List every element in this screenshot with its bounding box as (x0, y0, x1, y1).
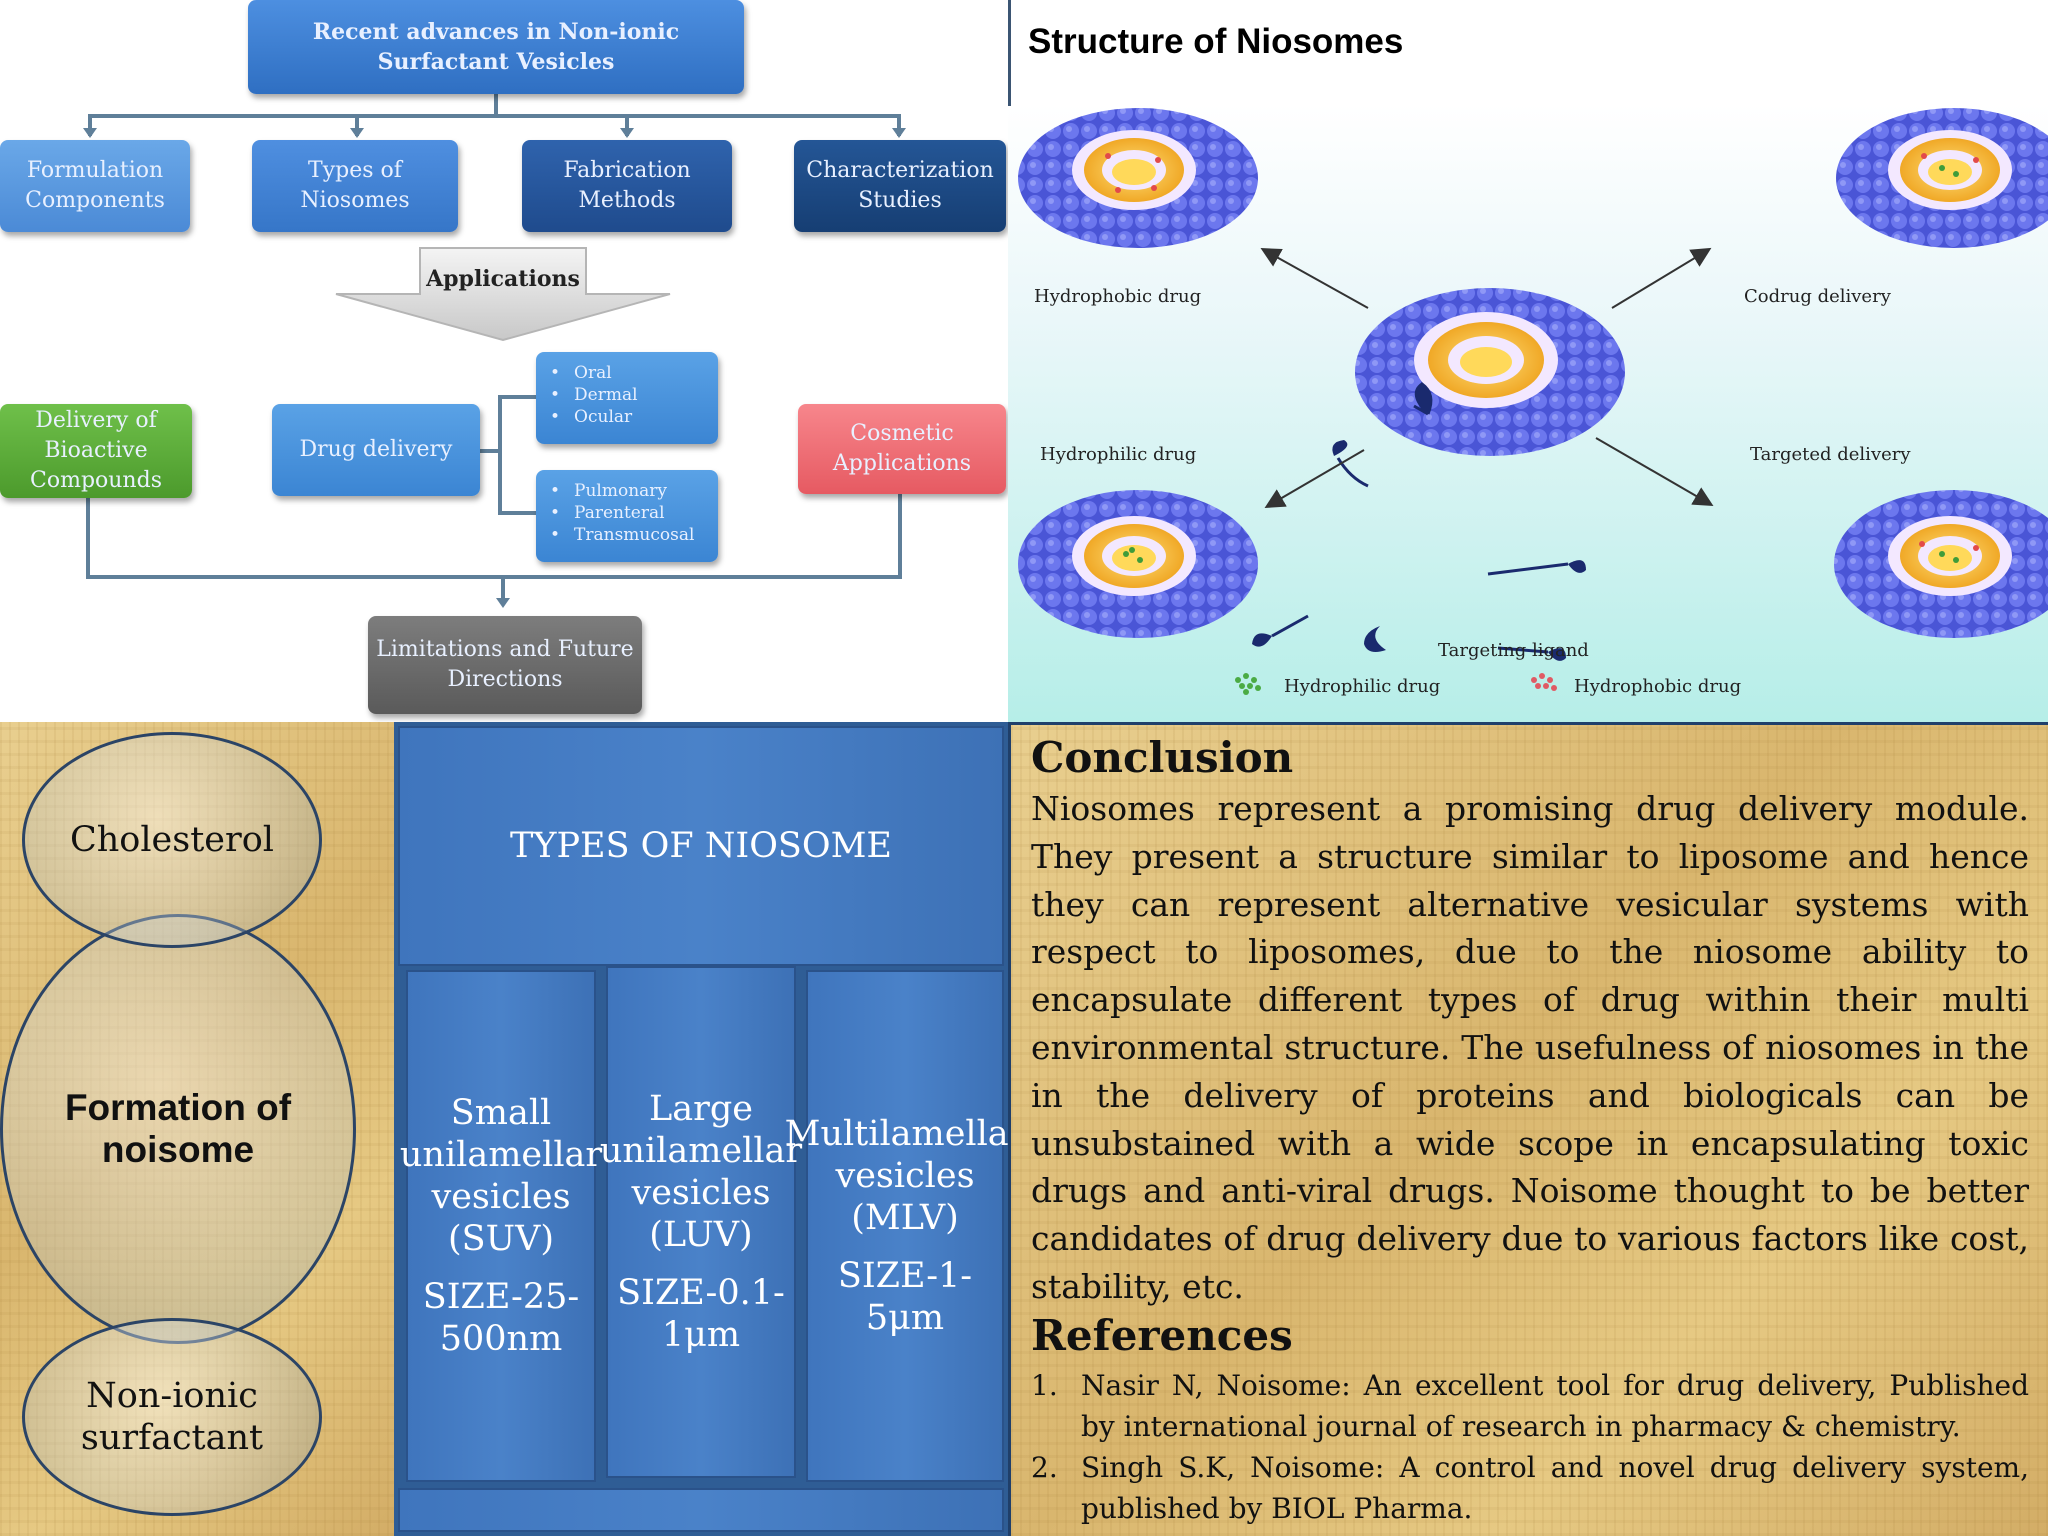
legend-hydrophilic: Hydrophilic drug (1284, 676, 1441, 697)
reference-text: Singh S.K, Noisome: A control and novel … (1081, 1451, 2029, 1525)
category-types: Types of Niosomes (252, 140, 458, 232)
type-size: SIZE-25-500nm (422, 1277, 580, 1359)
conclusion-text: Niosomes represent a promising drug deli… (1031, 789, 2029, 1306)
connector (625, 114, 629, 136)
arrowhead (892, 128, 906, 138)
vesicle-targeted-body (1834, 490, 2048, 638)
vesicle-targeted (1252, 382, 1586, 661)
connector (898, 493, 902, 577)
arrowhead (496, 598, 510, 608)
types-title: TYPES OF NIOSOME (510, 826, 892, 866)
connector (494, 94, 498, 116)
hydrophilic-legend-icon (1235, 673, 1261, 695)
connector (355, 114, 359, 136)
route-item: Oral (550, 362, 718, 384)
type-name: Small unilamellar vesicles (SUV) (399, 1093, 603, 1259)
vesicle-hydrophobic (1018, 108, 1258, 248)
surfactant-label: Non-ionic surfactant (80, 1376, 264, 1458)
vesicle-codrug (1836, 108, 2048, 248)
route-item: Parenteral (550, 502, 718, 524)
type-name: Multilamellar vesicles (MLV) (784, 1114, 1026, 1238)
type-column-suv: Small unilamellar vesicles (SUV) SIZE-25… (400, 970, 602, 1482)
connector (86, 575, 902, 579)
arrowhead (620, 128, 634, 138)
types-footer-bar (398, 1488, 1004, 1532)
delivery-bioactive-box: Delivery of Bioactive Compounds (0, 404, 192, 498)
label-codrug: Codrug delivery (1744, 286, 1891, 307)
routes-list-2: Pulmonary Parenteral Transmucosal (536, 470, 718, 562)
conclusion-heading: Conclusion (1031, 733, 1294, 782)
category-formulation: Formulation Components (0, 140, 190, 232)
connector (88, 114, 900, 118)
reference-item: 2.Singh S.K, Noisome: A control and nove… (1031, 1451, 2029, 1525)
category-fabrication: Fabrication Methods (522, 140, 732, 232)
reference-item: 1.Nasir N, Noisome: An excellent tool fo… (1031, 1369, 2029, 1443)
limitations-box: Limitations and Future Directions (368, 616, 642, 714)
divider (1008, 0, 1011, 106)
bubble-formation: Formation of noisome (0, 914, 356, 1344)
connector (498, 511, 536, 515)
drug-delivery-box: Drug delivery (272, 404, 480, 496)
connector (498, 395, 536, 399)
connector (478, 449, 500, 453)
arrow (1595, 437, 1714, 507)
label-targeted: Targeted delivery (1750, 444, 1911, 465)
legend-ligand: Targeting ligand (1438, 640, 1589, 661)
niosome-illustration (1018, 108, 2048, 695)
route-item: Transmucosal (550, 524, 718, 546)
arrow (1611, 247, 1712, 309)
formation-label: Formation of noisome (64, 1087, 292, 1170)
arrow (1264, 449, 1365, 509)
conclusion-panel: Conclusion Niosomes represent a promisin… (1008, 722, 2048, 1536)
label-hydrophobic: Hydrophobic drug (1034, 286, 1202, 307)
top-title-box: Recent advances in Non-ionic Surfactant … (248, 0, 744, 94)
arrow (1260, 248, 1369, 309)
hydrophobic-legend-icon (1531, 673, 1557, 691)
connector (86, 497, 90, 577)
route-item: Dermal (550, 384, 718, 406)
bubble-surfactant: Non-ionic surfactant (22, 1318, 322, 1516)
arrowhead (350, 128, 364, 138)
type-name: Large unilamellar vesicles (LUV) (599, 1089, 803, 1255)
type-size: SIZE-0.1-1μm (617, 1273, 785, 1355)
vesicle-hydrophilic (1018, 490, 1258, 638)
bubble-cholesterol: Cholesterol (22, 732, 322, 948)
connector (501, 575, 505, 599)
connector (897, 114, 901, 136)
arrowhead (83, 128, 97, 138)
structure-panel: Structure of Niosomes (1008, 0, 2048, 722)
references-list: 1.Nasir N, Noisome: An excellent tool fo… (1031, 1365, 2029, 1529)
cosmetic-box: Cosmetic Applications (798, 404, 1006, 494)
reference-text: Nasir N, Noisome: An excellent tool for … (1081, 1369, 2029, 1443)
vesicle-central (1355, 288, 1625, 456)
flowchart-panel: Recent advances in Non-ionic Surfactant … (0, 0, 1008, 722)
type-column-luv: Large unilamellar vesicles (LUV) SIZE-0.… (600, 966, 802, 1478)
ligand-legend-icon (1364, 626, 1386, 652)
label-hydrophilic: Hydrophilic drug (1040, 444, 1197, 465)
route-item: Pulmonary (550, 480, 718, 502)
formation-panel: Formation of noisome Cholesterol Non-ion… (0, 722, 394, 1536)
types-header: TYPES OF NIOSOME (398, 726, 1004, 966)
types-panel: TYPES OF NIOSOME Small unilamellar vesic… (394, 722, 1025, 1536)
connector (88, 114, 92, 136)
cholesterol-label: Cholesterol (69, 820, 275, 860)
type-column-mlv: Multilamellar vesicles (MLV) SIZE-1-5μm (785, 970, 1025, 1482)
applications-arrow (335, 247, 671, 342)
route-item: Ocular (550, 406, 718, 428)
type-size: SIZE-1-5μm (837, 1256, 973, 1338)
legend-hydrophobic: Hydrophobic drug (1574, 676, 1742, 697)
applications-label: Applications (426, 266, 580, 292)
routes-list-1: Oral Dermal Ocular (536, 352, 718, 444)
references-heading: References (1031, 1311, 1293, 1360)
structure-title: Structure of Niosomes (1028, 22, 1404, 61)
connector (498, 395, 502, 513)
category-characterization: Characterization Studies (794, 140, 1006, 232)
